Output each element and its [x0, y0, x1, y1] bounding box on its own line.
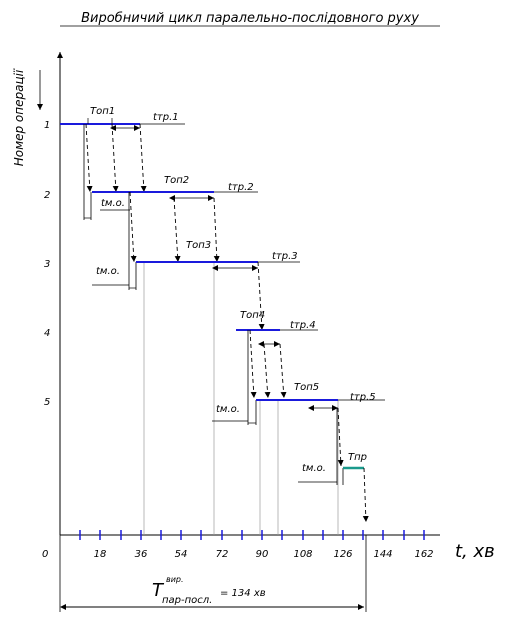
label-t-mo-4: tм.о. — [302, 463, 326, 474]
total-value: = 134 хв — [220, 588, 266, 599]
x-axis-label: t, хв — [455, 541, 495, 562]
x-axis-ticks — [79, 530, 425, 540]
label-t-op1: Топ1 — [90, 106, 115, 117]
label-t-mo-1: tм.о. — [101, 198, 125, 209]
x-tick-label: 108 — [293, 549, 312, 560]
diagram-title: Виробничий цикл паралельно-послідовного … — [81, 11, 419, 26]
label-t-tr4: tтр.4 — [290, 320, 316, 331]
label-t-tr2: tтр.2 — [228, 182, 254, 193]
label-t-op4: Топ4 — [240, 310, 265, 321]
label-t-tr5: tтр.5 — [350, 392, 376, 403]
x-tick-label: 72 — [216, 549, 229, 560]
label-t-op5: Топ5 — [294, 382, 319, 393]
total-label-main: T — [152, 580, 165, 601]
x-tick-label: 162 — [414, 549, 433, 560]
operation-number: 4 — [44, 328, 50, 339]
label-t-op2: Топ2 — [164, 175, 189, 186]
y-axis-label: Номер операції — [12, 68, 26, 166]
label-t-mo-2: tм.о. — [96, 266, 120, 277]
x-tick-label: 126 — [333, 549, 352, 560]
label-t-mo-3: tм.о. — [216, 404, 240, 415]
label-t-op3: Топ3 — [186, 240, 211, 251]
x-tick-label: 144 — [373, 549, 392, 560]
origin-label: 0 — [42, 549, 48, 560]
x-tick-label: 36 — [135, 549, 148, 560]
operation-number: 5 — [44, 397, 50, 408]
operation-number: 2 — [44, 190, 50, 201]
label-t-pr: Тпр — [348, 452, 367, 463]
total-label-sup: вир. — [166, 575, 184, 584]
total-cycle-annotation: T вир. пар-посл. = 134 хв — [152, 575, 266, 606]
x-tick-label: 90 — [256, 549, 269, 560]
total-label-sub: пар-посл. — [162, 595, 212, 606]
x-tick-label: 54 — [175, 549, 188, 560]
label-t-tr3: tтр.3 — [272, 251, 298, 262]
operation-number: 3 — [44, 259, 50, 270]
label-t-tr1: tтр.1 — [153, 112, 179, 123]
operation-number: 1 — [44, 120, 50, 131]
x-tick-label: 18 — [94, 549, 107, 560]
reference-lines — [143, 262, 339, 535]
